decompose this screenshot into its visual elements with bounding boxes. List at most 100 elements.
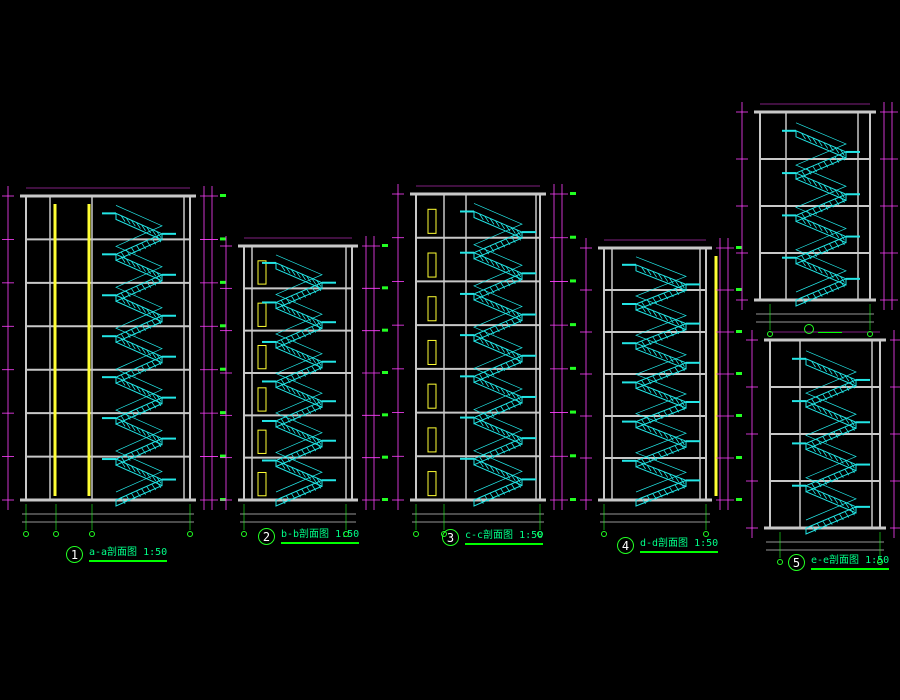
stair-tread: [511, 277, 516, 285]
stair-tread: [823, 161, 829, 168]
stair-tread: [834, 198, 840, 206]
stair-tread: [829, 201, 834, 208]
stair-tread: [489, 328, 495, 335]
stair-tread: [822, 407, 827, 415]
level-mark: [570, 323, 576, 327]
stair-tread: [646, 464, 652, 472]
stair-tread: [136, 367, 141, 375]
stair-tread: [663, 449, 669, 457]
stair-tread: [840, 238, 845, 246]
stair-tread: [495, 449, 500, 456]
stair-tread: [151, 401, 157, 409]
stair-tread: [301, 431, 306, 439]
stair-handrail: [795, 122, 847, 293]
stair-tread: [657, 491, 663, 498]
stair-tread: [125, 381, 131, 388]
stair-tread: [669, 447, 674, 454]
stair-tread: [306, 394, 311, 401]
stair-tread: [801, 212, 806, 220]
stair-tread: [125, 299, 131, 307]
stair-tread: [489, 218, 495, 225]
stair-tread: [674, 436, 680, 444]
stair-tread: [680, 443, 685, 450]
stair-tread: [641, 497, 646, 505]
axis-bubble: [343, 531, 349, 537]
section-number-badge: 1: [66, 546, 83, 563]
stair-tread: [516, 476, 521, 484]
stair-tread: [657, 312, 663, 319]
stair-tread: [291, 335, 296, 342]
level-mark: [382, 371, 388, 374]
stair-tread: [663, 410, 669, 417]
stair-tread: [146, 404, 151, 411]
stair-tread: [516, 229, 521, 237]
stair-tread: [500, 282, 505, 289]
stair-tread: [479, 250, 484, 257]
stair-tread: [489, 259, 495, 266]
stair-tread: [484, 289, 489, 296]
level-mark: [382, 413, 388, 417]
stair-tread: [829, 243, 834, 250]
stair-tread: [657, 451, 663, 459]
stair-tread: [833, 473, 839, 481]
stair-tread: [663, 432, 669, 439]
stair-tread: [816, 523, 822, 530]
stair-tread: [156, 440, 162, 448]
stair-tread: [816, 438, 822, 445]
stair-tread: [495, 302, 500, 310]
stair-tread: [844, 469, 850, 476]
section-title: c-c剖面图 1:50: [465, 530, 544, 545]
stair-tread: [657, 390, 663, 398]
stair-tread: [479, 497, 484, 504]
stair-tread: [505, 486, 511, 493]
stair-tread: [285, 385, 291, 393]
stair-tread: [817, 248, 823, 255]
stair-tread: [669, 277, 674, 285]
stair-tread: [131, 260, 136, 268]
stair-tread: [811, 360, 816, 368]
stair-tread: [125, 413, 131, 420]
stair-tread: [850, 504, 855, 511]
stair-tread: [816, 447, 822, 455]
stair-tread: [516, 399, 521, 406]
stair-flight: [805, 463, 857, 493]
stair-tread: [311, 405, 317, 412]
stair-tread: [311, 286, 317, 294]
stair-tread: [641, 266, 646, 274]
stair-tread: [489, 465, 495, 472]
stair-tread: [296, 390, 301, 397]
stair-tread: [141, 406, 146, 413]
stair-tread: [146, 226, 151, 234]
stair-tread: [146, 472, 151, 479]
stair-tread: [316, 398, 322, 406]
stair-tread: [316, 280, 322, 287]
stair-tread: [817, 290, 823, 297]
stair-tread: [823, 203, 829, 210]
stair-tread: [479, 456, 484, 463]
level-mark: [220, 367, 226, 371]
stair-tread: [296, 293, 301, 300]
stair-tread: [495, 261, 500, 269]
stair-tread: [850, 424, 855, 431]
axis-bubble: [777, 559, 783, 565]
stair-tread: [833, 497, 839, 504]
door-opening: [257, 260, 267, 285]
stair-tread: [500, 405, 505, 413]
stair-tread: [301, 392, 306, 399]
stair-tread: [311, 396, 317, 404]
stair-tread: [141, 347, 146, 354]
stair-tread: [306, 354, 311, 362]
stair-tread: [296, 469, 301, 476]
axis-bubble: [89, 531, 95, 537]
detail-label: [804, 324, 843, 334]
stair-tread: [146, 349, 151, 357]
stair-tread: [125, 422, 131, 429]
level-mark: [570, 366, 576, 370]
stair-tread: [131, 411, 136, 418]
stair-tread: [151, 361, 157, 368]
stair-tread: [489, 341, 495, 349]
stair-tread: [156, 481, 162, 489]
axis-bubble: [413, 531, 419, 537]
stair-tread: [136, 244, 141, 252]
stair-tread: [131, 383, 136, 391]
